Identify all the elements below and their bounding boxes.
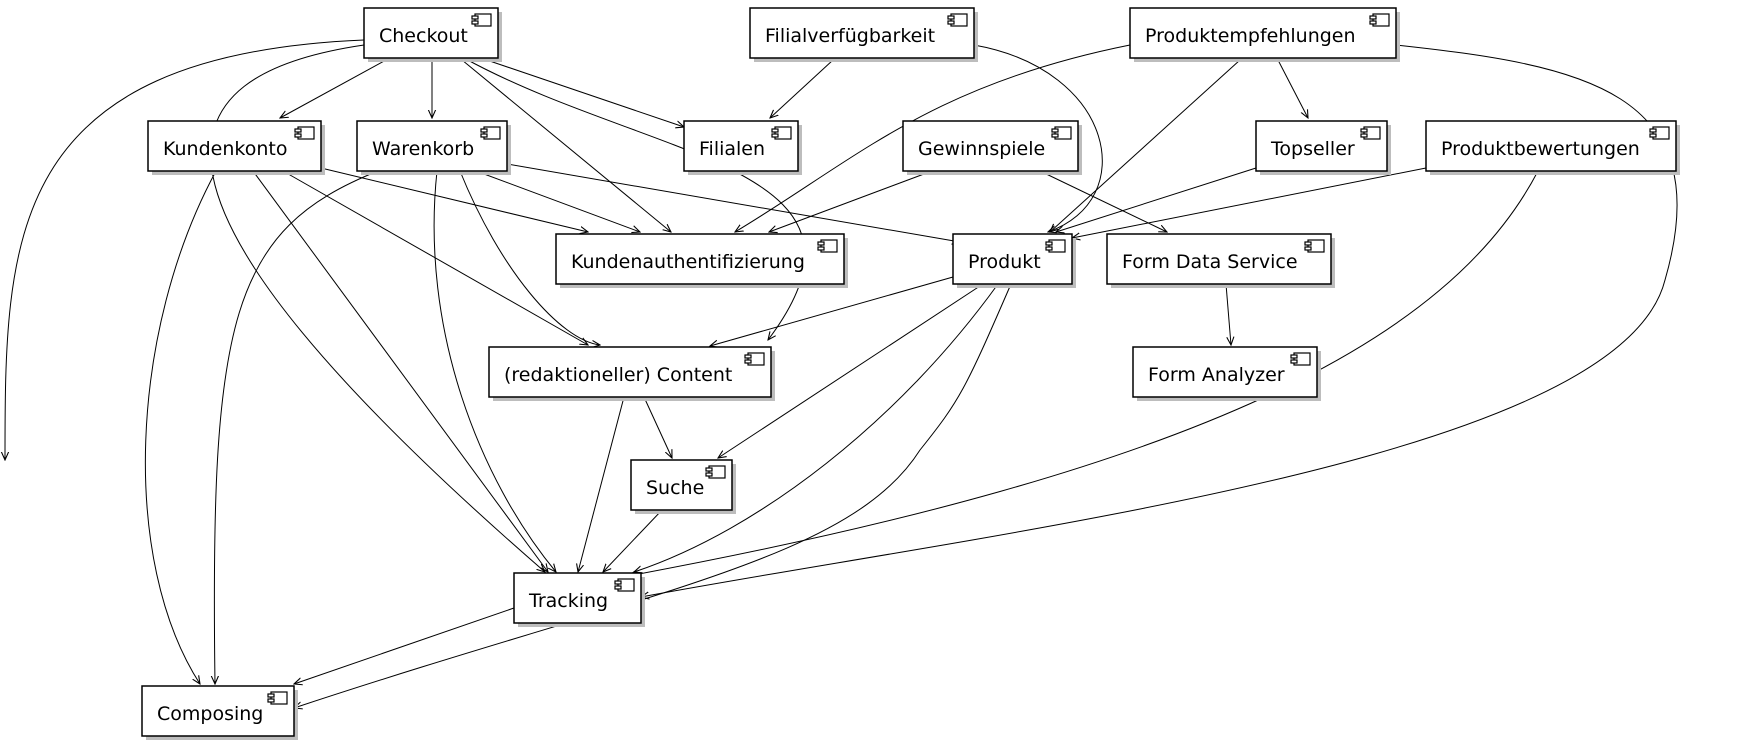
node-produktempfehlungen: Produktempfehlungen	[1129, 7, 1400, 62]
edge-form-data-service-to-form-analyzer	[1225, 283, 1231, 345]
node-label: Kundenkonto	[163, 138, 287, 160]
edge-filialverfuegbarkeit-to-produkt	[973, 44, 1103, 232]
component-icon	[1304, 239, 1325, 253]
node-checkout: Checkout	[363, 7, 502, 62]
node-gewinnspiele: Gewinnspiele	[902, 120, 1082, 175]
node-label: Checkout	[379, 25, 468, 47]
node-form-data-service: Form Data Service	[1106, 233, 1335, 288]
nodes-layer: Checkout Filialverfügbarkeit Produktempfeh…	[141, 7, 1680, 740]
component-icon	[1045, 239, 1066, 253]
node-kundenauthentifizierung: Kundenauthentifizierung	[555, 233, 848, 288]
node-box	[1129, 7, 1397, 59]
node-form-analyzer: Form Analyzer	[1132, 346, 1321, 401]
component-icon	[480, 126, 501, 140]
component-icon	[471, 13, 492, 27]
node-label: Produktempfehlungen	[1145, 25, 1356, 47]
component-icon	[1360, 126, 1381, 140]
edge-content-to-suche	[643, 396, 672, 458]
node-label: Tracking	[528, 590, 608, 612]
node-label: (redaktioneller) Content	[504, 364, 732, 386]
node-topseller: Topseller	[1255, 120, 1391, 175]
component-icon	[771, 126, 792, 140]
node-produktbewertungen: Produktbewertungen	[1425, 120, 1680, 175]
node-warenkorb: Warenkorb	[356, 120, 511, 175]
node-label: Kundenauthentifizierung	[571, 251, 805, 273]
node-box	[1132, 346, 1318, 398]
component-icon	[1290, 352, 1311, 366]
node-filialverfuegbarkeit: Filialverfügbarkeit	[749, 7, 978, 62]
edge-checkout-to-kundenkonto	[280, 59, 387, 118]
node-label: Produkt	[968, 251, 1041, 273]
edge-produktempfehlungen-to-produkt	[1050, 59, 1241, 232]
edge-gewinnspiele-to-kundenauthentifizierung	[769, 170, 933, 232]
node-label: Filialen	[699, 138, 765, 160]
component-icon	[1051, 126, 1072, 140]
node-label: Gewinnspiele	[918, 138, 1045, 160]
edge-warenkorb-to-produkt	[506, 163, 960, 242]
node-suche: Suche	[630, 459, 736, 514]
node-box	[147, 120, 322, 172]
node-label: Topseller	[1270, 138, 1355, 160]
edge-kundenkonto-to-kundenauthentifizierung	[320, 167, 588, 232]
component-icon	[1369, 13, 1390, 27]
node-composing: Composing	[141, 685, 298, 740]
edge-produktempfehlungen-to-topseller	[1277, 59, 1308, 118]
component-icon	[267, 691, 288, 705]
component-icon	[817, 239, 838, 253]
node-filialen: Filialen	[683, 120, 802, 175]
component-icon	[947, 13, 968, 27]
node-box	[902, 120, 1079, 172]
edge-produktempfehlungen-to-tracking	[641, 44, 1678, 597]
node-label: Suche	[646, 477, 704, 499]
edge-checkout-to-filialen	[474, 55, 684, 127]
edge-warenkorb-to-tracking	[433, 170, 556, 572]
component-icon	[744, 352, 765, 366]
edges-layer	[5, 39, 1678, 708]
edge-kundenkonto-to-content	[282, 170, 588, 345]
edge-warenkorb-to-content	[459, 170, 600, 345]
edge-suche-to-tracking	[603, 509, 663, 572]
edge-produkt-to-tracking	[634, 283, 999, 572]
node-kundenkonto: Kundenkonto	[147, 120, 325, 175]
edge-produktbewertungen-to-produkt	[1072, 167, 1427, 238]
node-label: Form Analyzer	[1148, 364, 1285, 386]
edge-kundenkonto-to-composing	[144, 170, 217, 684]
node-box	[749, 7, 975, 59]
component-icon	[705, 465, 726, 479]
node-content: (redaktioneller) Content	[488, 346, 775, 401]
edge-checkout-to-composing	[5, 39, 365, 460]
node-label: Produktbewertungen	[1441, 138, 1640, 160]
edge-kundenkonto-to-tracking	[252, 170, 548, 572]
node-box	[1425, 120, 1677, 172]
node-label: Composing	[157, 703, 263, 725]
edge-tracking-to-composing	[294, 607, 515, 684]
node-tracking: Tracking	[513, 572, 645, 627]
component-icon	[294, 126, 315, 140]
edge-content-to-tracking	[578, 396, 625, 572]
node-box	[1106, 233, 1332, 285]
edge-warenkorb-to-composing	[214, 170, 379, 684]
node-label: Warenkorb	[372, 138, 474, 160]
edge-gewinnspiele-to-form-data-service	[1039, 170, 1167, 232]
edge-topseller-to-produkt	[1056, 167, 1257, 232]
edge-produkt-to-content	[710, 276, 954, 346]
edge-produkt-to-suche	[718, 283, 984, 458]
edge-checkout-to-content	[463, 57, 806, 340]
edge-produkt-to-composing	[294, 283, 1012, 708]
edge-checkout-to-kundenauthentifizierung	[461, 59, 671, 232]
node-box	[488, 346, 772, 398]
component-icon	[1649, 126, 1670, 140]
edge-warenkorb-to-kundenauthentifizierung	[475, 170, 640, 232]
node-label: Filialverfügbarkeit	[765, 25, 935, 47]
node-produkt: Produkt	[952, 233, 1076, 288]
node-box	[555, 233, 845, 285]
component-icon	[614, 578, 635, 592]
edge-filialverfuegbarkeit-to-filialen	[770, 59, 834, 118]
node-label: Form Data Service	[1122, 251, 1298, 273]
